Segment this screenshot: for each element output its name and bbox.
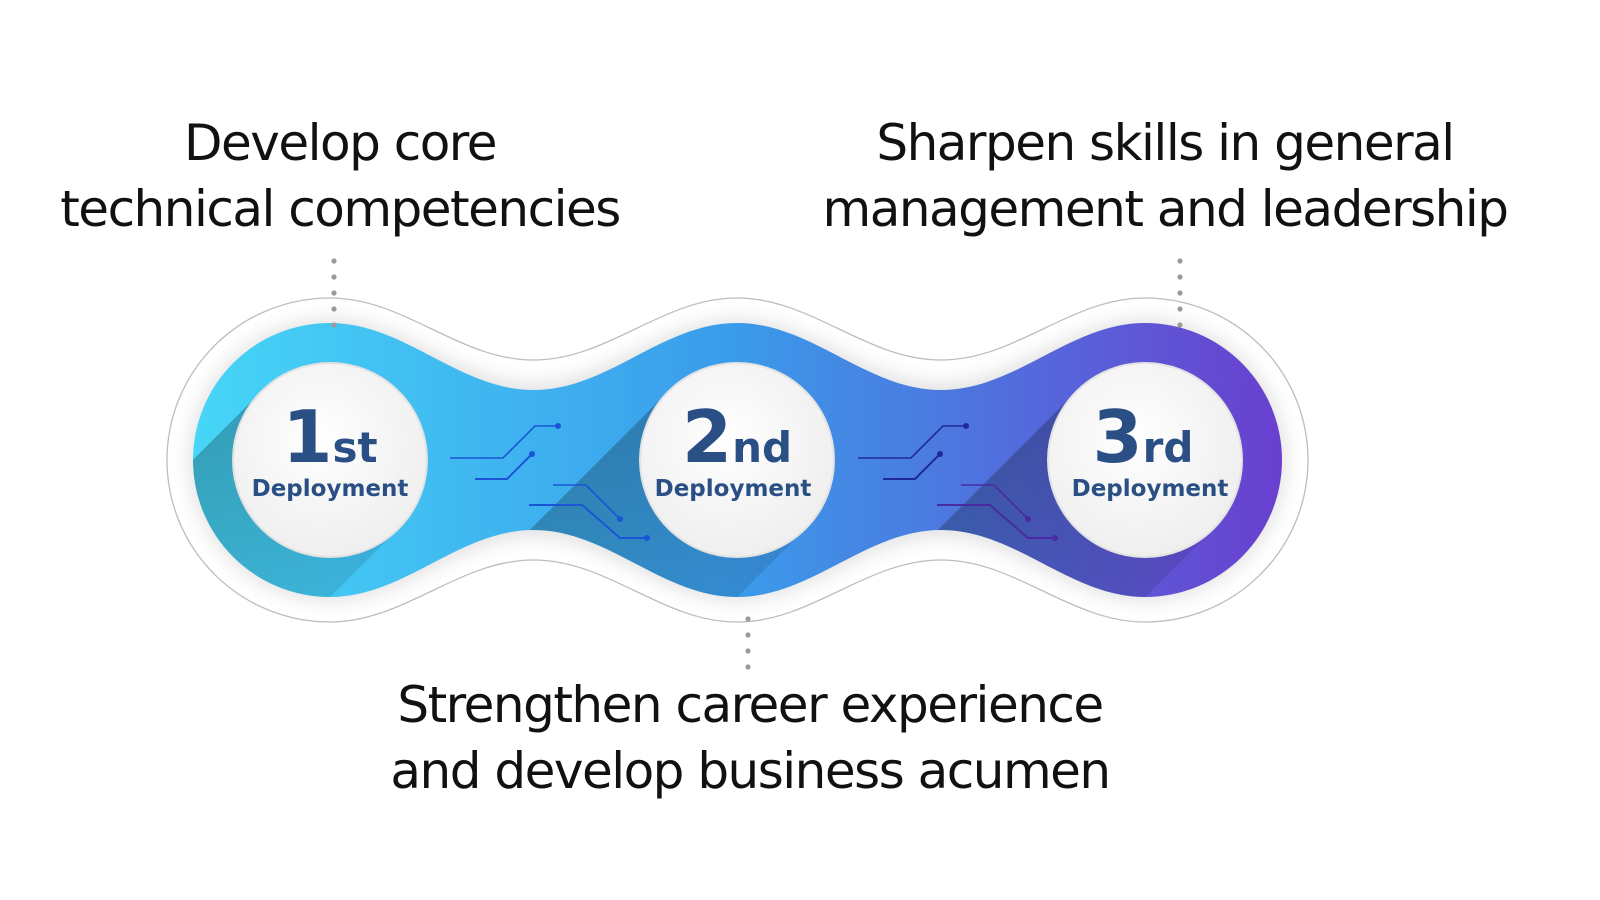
stage-1-connector-dot [331, 306, 337, 312]
stage-1-suffix: st [333, 423, 378, 472]
right-circuit-1-line [858, 425, 966, 459]
stage-2-connector-dot [745, 632, 751, 638]
stage-1-caption: Develop core technical competencies [40, 110, 640, 242]
stage-2-badge: 2nd Deployment [639, 362, 835, 558]
right-circuit-3-node [1025, 516, 1031, 522]
left-circuit-1-line [450, 425, 558, 459]
stage-2-caption-line-2: and develop business acumen [390, 742, 1111, 800]
left-circuit-3-node [617, 516, 623, 522]
circuit-decorations [450, 423, 1058, 541]
right-circuit-4-line [937, 504, 1055, 539]
stage-3-label: Deployment [1072, 476, 1229, 502]
stage-3-badge: 3rd Deployment [1047, 362, 1243, 558]
stage-1-connector-dot [331, 290, 337, 296]
stage-3-circle [1047, 362, 1243, 558]
left-circuit-3-line [553, 484, 621, 520]
long-shadows [193, 391, 1214, 597]
stage-3-caption: Sharpen skills in general management and… [795, 110, 1535, 242]
stage-3-connector-dot [1177, 322, 1183, 328]
stage-1-ordinal: 1st [282, 395, 377, 479]
left-circuit-1-node [555, 423, 561, 429]
stage-3-connector-dot [1177, 290, 1183, 296]
stage-2-caption-line-1: Strengthen career experience [397, 676, 1104, 734]
stage-3-connector-dot [1177, 274, 1183, 280]
right-circuit-4-node [1052, 535, 1058, 541]
stage-1-connector-dot [331, 258, 337, 264]
stage-3-caption-line-1: Sharpen skills in general [876, 114, 1455, 172]
stage-1-caption-line-1: Develop core [183, 114, 498, 172]
stage-1-circle [232, 362, 428, 558]
dotted-connectors [331, 258, 1183, 670]
stage-3-number: 3 [1093, 395, 1143, 479]
outer-outline [166, 297, 1309, 623]
left-circuit-4-line [529, 504, 647, 539]
stage-2-ordinal: 2nd [682, 395, 792, 479]
right-circuit-3-line [961, 484, 1029, 520]
stage-1-number: 1 [282, 395, 332, 479]
stage-2-caption: Strengthen career experience and develop… [355, 672, 1145, 804]
stage-2-circle [639, 362, 835, 558]
stage-1-connector-dot [331, 322, 337, 328]
stage-2-connector-dot [745, 616, 751, 622]
left-circuit-2-node [529, 451, 535, 457]
right-circuit-2-line [883, 453, 941, 480]
right-circuit-1-node [963, 423, 969, 429]
stage-2-number: 2 [682, 395, 732, 479]
stage-3-caption-line-2: management and leadership [822, 180, 1509, 238]
stage-1-label: Deployment [252, 476, 409, 502]
stage-3-connector-dot [1177, 306, 1183, 312]
stage-1-connector-dot [331, 274, 337, 280]
stage-3-ordinal: 3rd [1093, 395, 1194, 479]
right-circuit-2-node [937, 451, 943, 457]
stage-3-connector-dot [1177, 258, 1183, 264]
left-circuit-4-node [644, 535, 650, 541]
stage-2-label: Deployment [655, 476, 812, 502]
stage-2-connector-dot [745, 648, 751, 654]
left-circuit-2-line [475, 453, 533, 480]
stage-1-caption-line-2: technical competencies [60, 180, 621, 238]
stage-2-suffix: nd [732, 423, 792, 472]
stage-2-connector-dot [745, 664, 751, 670]
stage-3-suffix: rd [1143, 423, 1194, 472]
stage-1-badge: 1st Deployment [232, 362, 428, 558]
